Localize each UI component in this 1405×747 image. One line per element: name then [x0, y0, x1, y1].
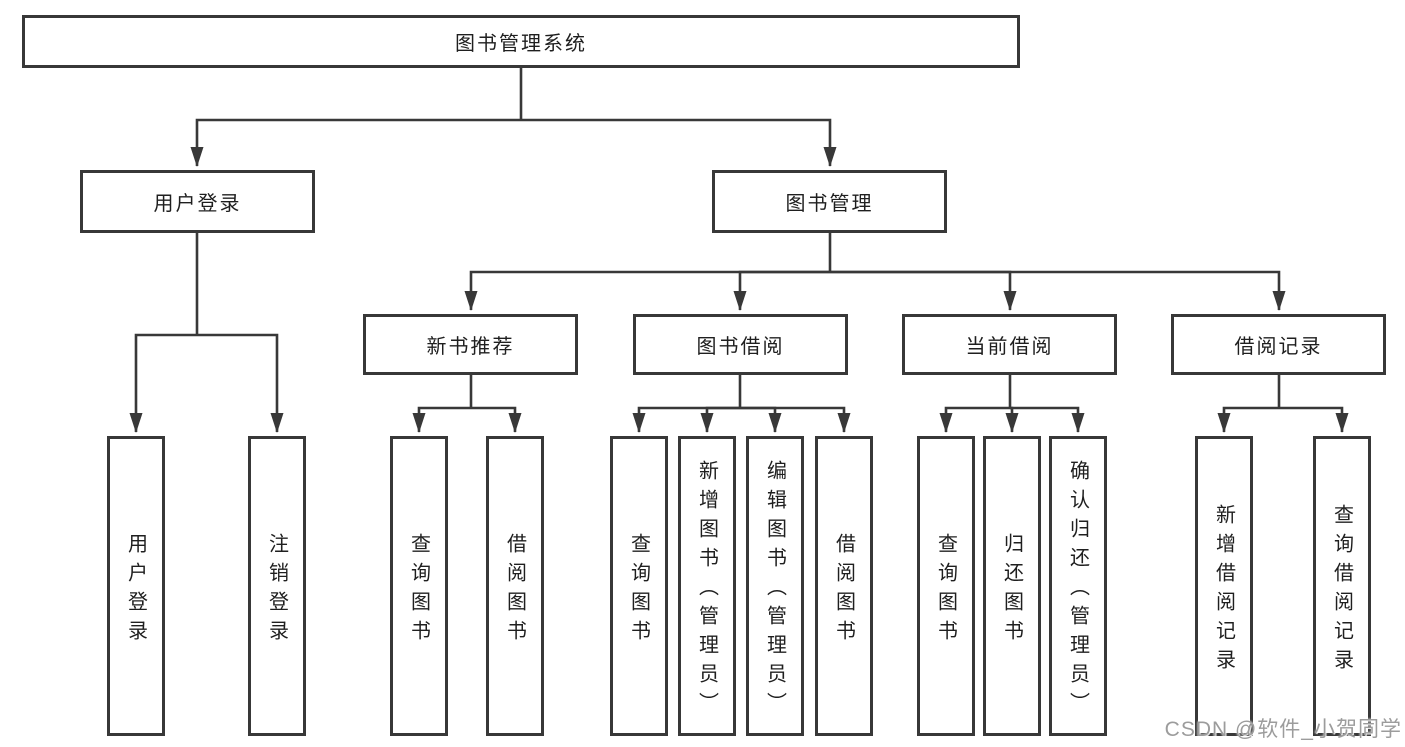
node-leaf-edit-book-admin: 编辑图书（管理员）: [746, 436, 804, 736]
node-label: 新书推荐: [426, 336, 515, 358]
node-label: 归还图书: [1000, 532, 1023, 649]
node-leaf-query-books-borrow: 查询图书: [610, 436, 668, 736]
connector-book-borrow-to-leaves: [632, 375, 851, 433]
node-label: 借阅记录: [1234, 336, 1323, 358]
node-label: 新增借阅记录: [1212, 503, 1235, 678]
node-label: 确认归还（管理员）: [1066, 460, 1089, 721]
node-label: 借阅图书: [832, 532, 855, 649]
node-branch-book-borrow: 图书借阅: [633, 314, 848, 375]
node-label: 当前借阅: [965, 336, 1054, 358]
node-leaf-query-borrow-record: 查询借阅记录: [1313, 436, 1371, 736]
watermark-text: CSDN @软件_小贺同学: [1164, 718, 1402, 741]
node-label: 查询借阅记录: [1330, 503, 1353, 678]
node-leaf-user-login: 用户登录: [107, 436, 165, 736]
node-leaf-return-book: 归还图书: [983, 436, 1041, 736]
node-branch-borrow-records: 借阅记录: [1171, 314, 1386, 375]
node-leaf-borrow-books-borrow: 借阅图书: [815, 436, 873, 736]
node-label: 借阅图书: [503, 532, 526, 649]
node-branch-user-login: 用户登录: [80, 170, 315, 233]
node-label: 图书借阅: [696, 336, 785, 358]
node-leaf-query-books-current: 查询图书: [917, 436, 975, 736]
node-branch-current-borrow: 当前借阅: [902, 314, 1117, 375]
node-label: 用户登录: [153, 193, 242, 215]
connector-borrow-records-to-leaves: [1217, 375, 1349, 433]
node-leaf-add-book-admin: 新增图书（管理员）: [678, 436, 736, 736]
connector-new-book-recommend-to-leaves: [412, 375, 522, 433]
node-leaf-borrow-books-recommend: 借阅图书: [486, 436, 544, 736]
node-leaf-query-books-recommend: 查询图书: [390, 436, 448, 736]
node-leaf-logout: 注销登录: [248, 436, 306, 736]
node-label: 编辑图书（管理员）: [763, 460, 786, 721]
node-label: 查询图书: [407, 532, 430, 649]
node-label: 注销登录: [265, 532, 288, 649]
node-label: 用户登录: [124, 532, 147, 649]
node-leaf-add-borrow-record: 新增借阅记录: [1195, 436, 1253, 736]
node-label: 查询图书: [627, 532, 650, 649]
node-branch-book-management: 图书管理: [712, 170, 947, 233]
connector-root-to-level1: [190, 68, 837, 167]
node-leaf-confirm-return-admin: 确认归还（管理员）: [1049, 436, 1107, 736]
connector-current-borrow-to-leaves: [939, 375, 1085, 433]
node-root-library-system: 图书管理系统: [22, 15, 1020, 68]
node-branch-new-book-recommend: 新书推荐: [363, 314, 578, 375]
node-label: 新增图书（管理员）: [695, 460, 718, 721]
connector-book-management-to-level2: [464, 233, 1286, 311]
node-label: 图书管理系统: [455, 33, 587, 55]
connector-user-login-to-leaves: [129, 233, 284, 433]
node-label: 查询图书: [934, 532, 957, 649]
node-label: 图书管理: [785, 193, 874, 215]
